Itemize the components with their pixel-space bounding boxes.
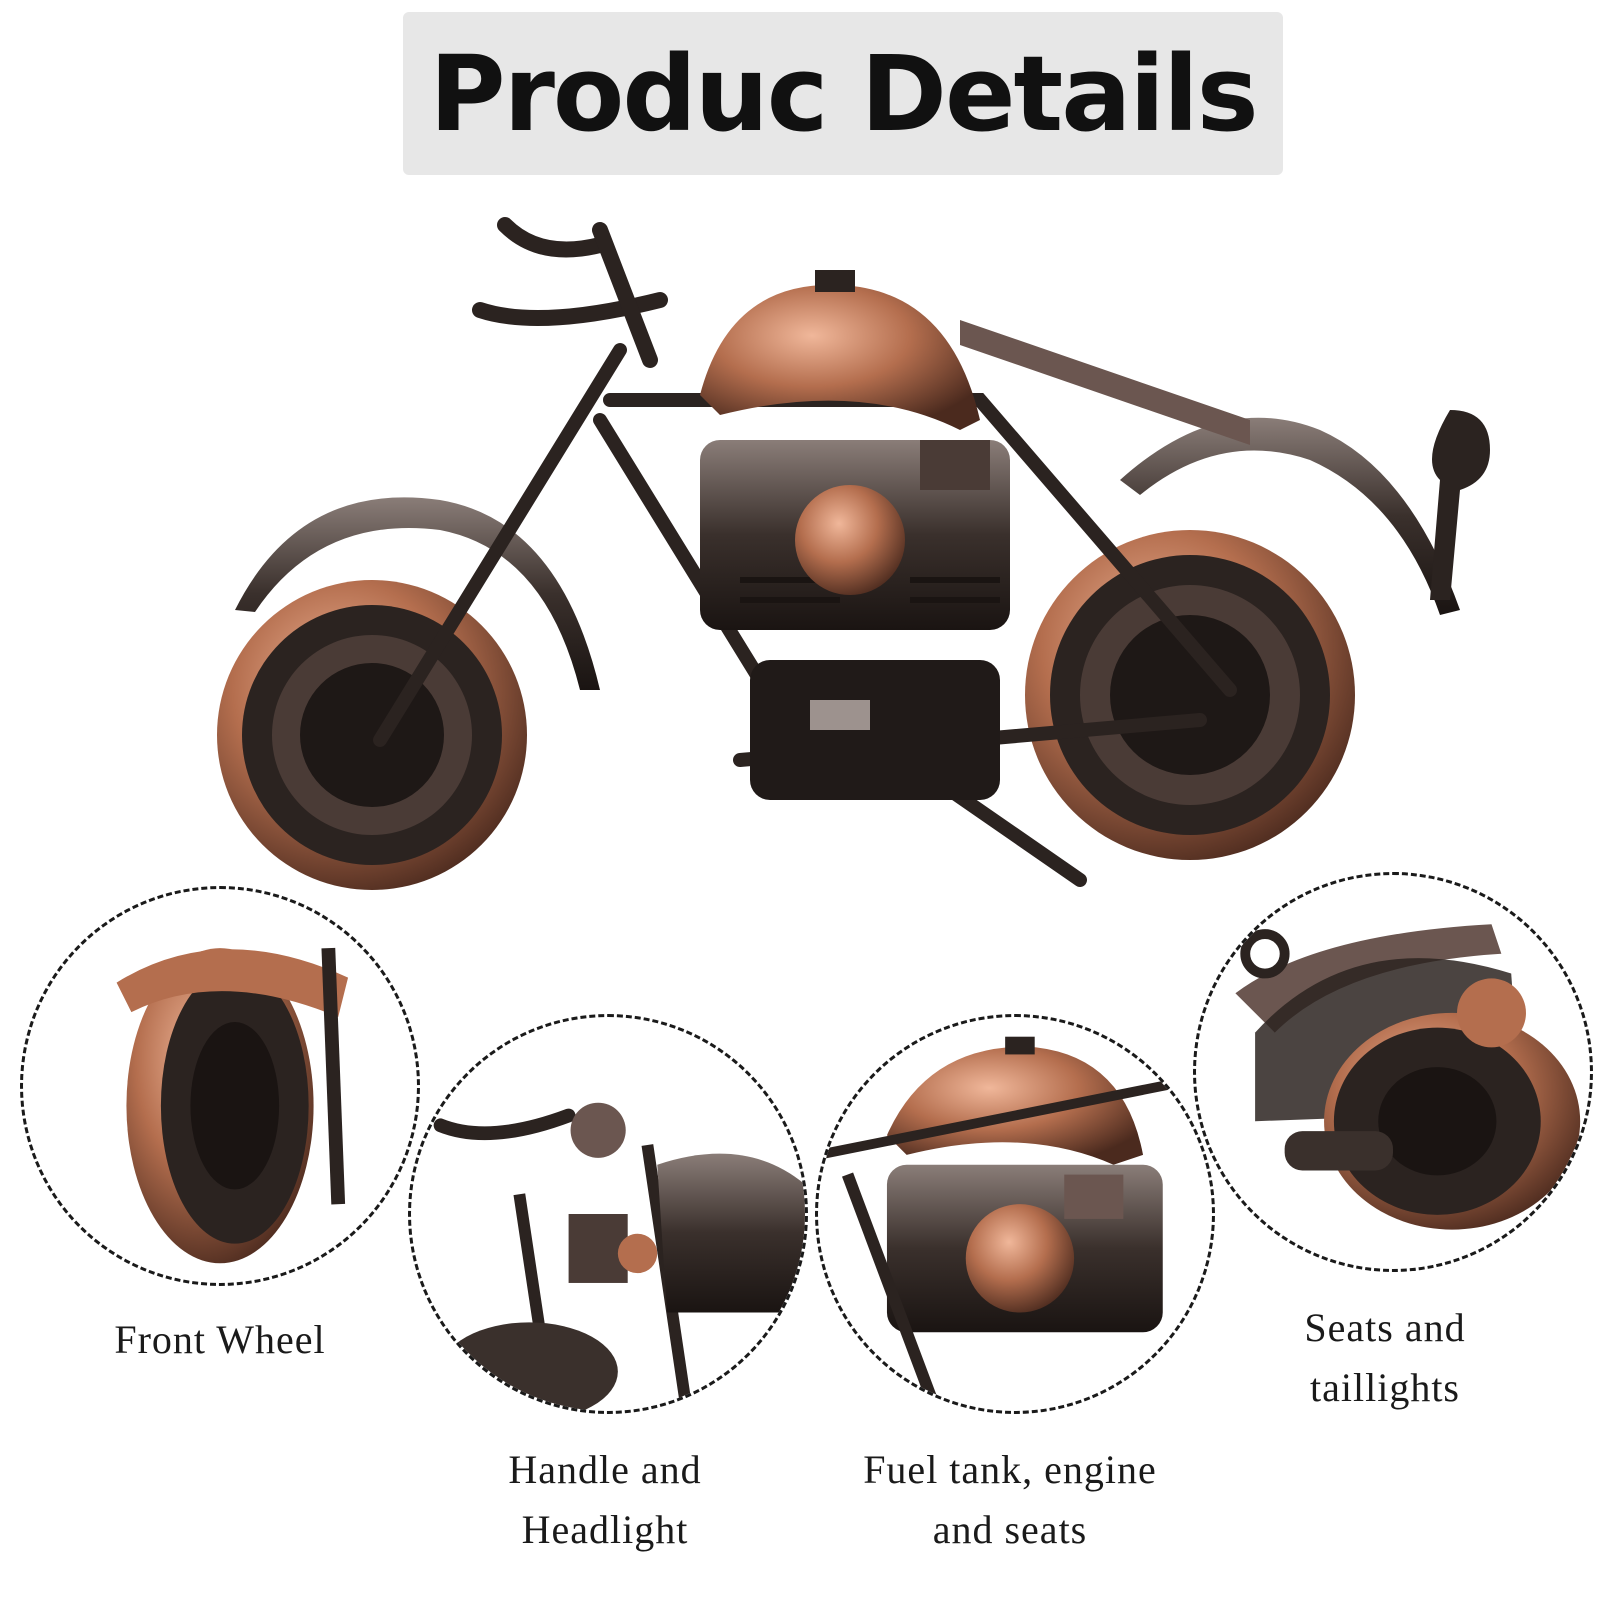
motorcycle-model-image	[217, 217, 1490, 890]
seats-taillights-detail-image	[1193, 872, 1593, 1272]
seats-taillights-caption-line2: taillights	[1310, 1365, 1460, 1410]
handle-headlight-caption-line2: Headlight	[521, 1507, 689, 1552]
handle-headlight-detail-image	[408, 1014, 808, 1414]
handle-headlight-caption-line1: Handle and	[508, 1447, 702, 1492]
fuel-tank-caption-line2: and seats	[932, 1507, 1088, 1552]
title-banner: Produc Details	[403, 12, 1283, 175]
handle-headlight-caption: Handle and Headlight	[440, 1440, 770, 1560]
front-wheel-detail-image	[20, 886, 420, 1286]
front-wheel-caption: Front Wheel	[114, 1317, 326, 1362]
fuel-tank-caption-line1: Fuel tank, engine	[863, 1447, 1157, 1492]
seats-taillights-caption-line1: Seats and	[1304, 1305, 1466, 1350]
fuel-tank-engine-detail-image	[815, 1014, 1215, 1414]
fuel-tank-caption: Fuel tank, engine and seats	[830, 1440, 1190, 1560]
seats-taillights-caption: Seats and taillights	[1235, 1298, 1535, 1418]
page-title: Produc Details	[429, 32, 1258, 155]
